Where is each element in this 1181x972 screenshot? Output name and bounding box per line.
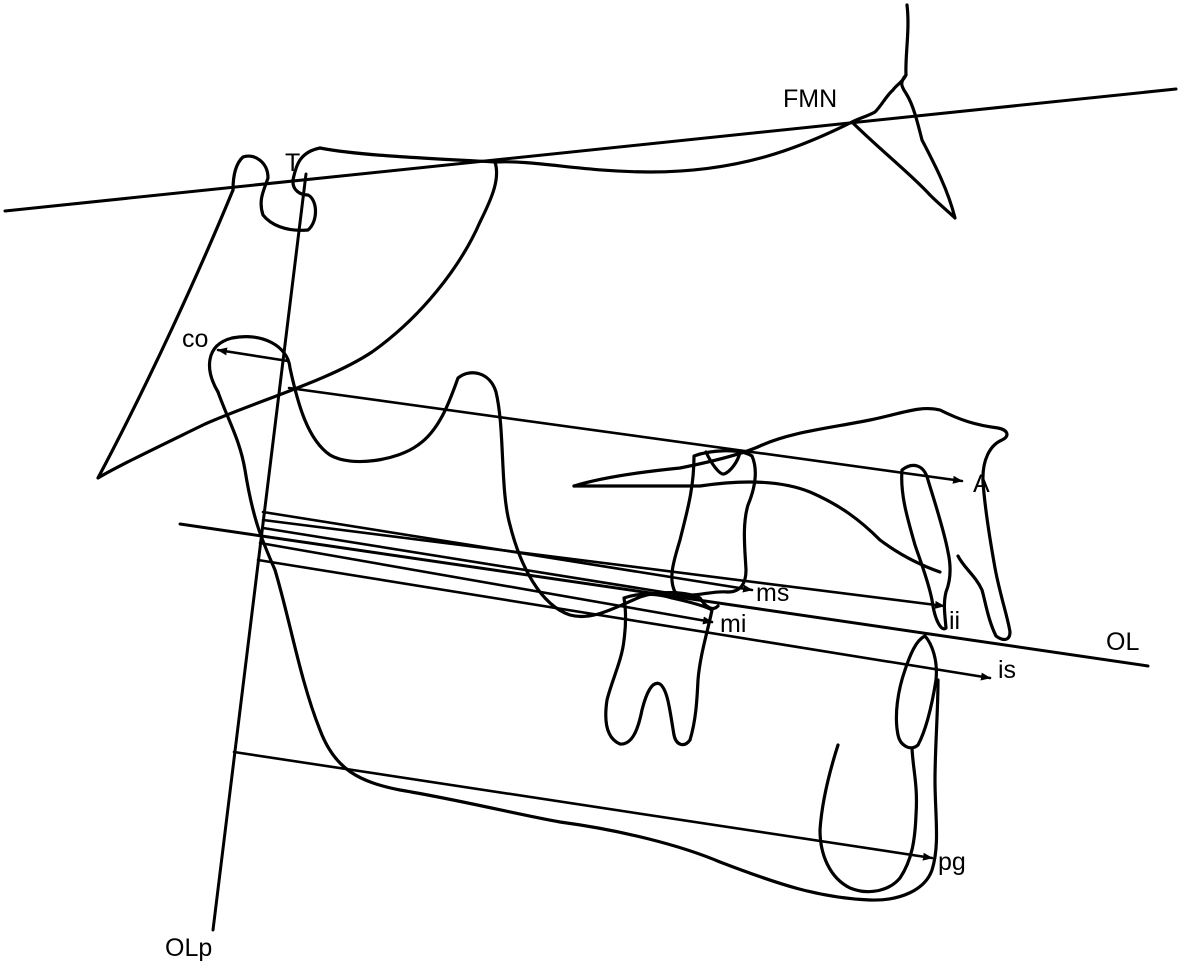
arrow-to-is xyxy=(256,558,992,681)
label-a: A xyxy=(973,470,990,498)
label-mi: mi xyxy=(720,610,746,638)
arrow-to-pg xyxy=(232,750,934,861)
upper-incisor xyxy=(900,463,952,631)
frontonasal-suture-outline xyxy=(850,3,957,220)
posterior-cranial-contour xyxy=(96,160,499,480)
label-t: T xyxy=(285,149,300,177)
label-co: co xyxy=(182,325,208,353)
arrow-to-co xyxy=(216,347,290,363)
label-ol: OL xyxy=(1106,628,1139,656)
occlusal-perpendicular-olp xyxy=(211,172,308,932)
arrow-to-ii xyxy=(261,518,946,609)
upper-molar-root-notch xyxy=(704,450,742,476)
ramus-posterior-border xyxy=(216,390,940,902)
sn-reference-line xyxy=(3,87,1178,213)
label-ii: ii xyxy=(949,607,960,635)
sella-turcica xyxy=(231,146,322,232)
label-fmn: FMN xyxy=(783,85,837,113)
label-is: is xyxy=(998,656,1016,684)
mandible-outline xyxy=(208,335,720,619)
measurement-arrows xyxy=(216,347,992,861)
olp-to-ms-connector xyxy=(261,526,702,600)
palate-lower-contour xyxy=(572,480,942,574)
reference-lines xyxy=(3,87,1178,932)
lower-incisor xyxy=(894,634,938,750)
label-ms: ms xyxy=(756,579,789,607)
cranial-base-upper xyxy=(318,120,854,174)
arrow-to-a xyxy=(287,386,964,484)
label-olp: OLp xyxy=(165,934,212,962)
lower-molar xyxy=(604,592,714,747)
landmark-labels: FMN T co A ms mi ii OL is pg OLp xyxy=(165,85,1139,962)
symphysis-inner xyxy=(818,743,919,894)
label-pg: pg xyxy=(938,848,966,876)
anatomical-tracings xyxy=(96,3,1012,902)
arrow-to-mi xyxy=(258,541,714,625)
